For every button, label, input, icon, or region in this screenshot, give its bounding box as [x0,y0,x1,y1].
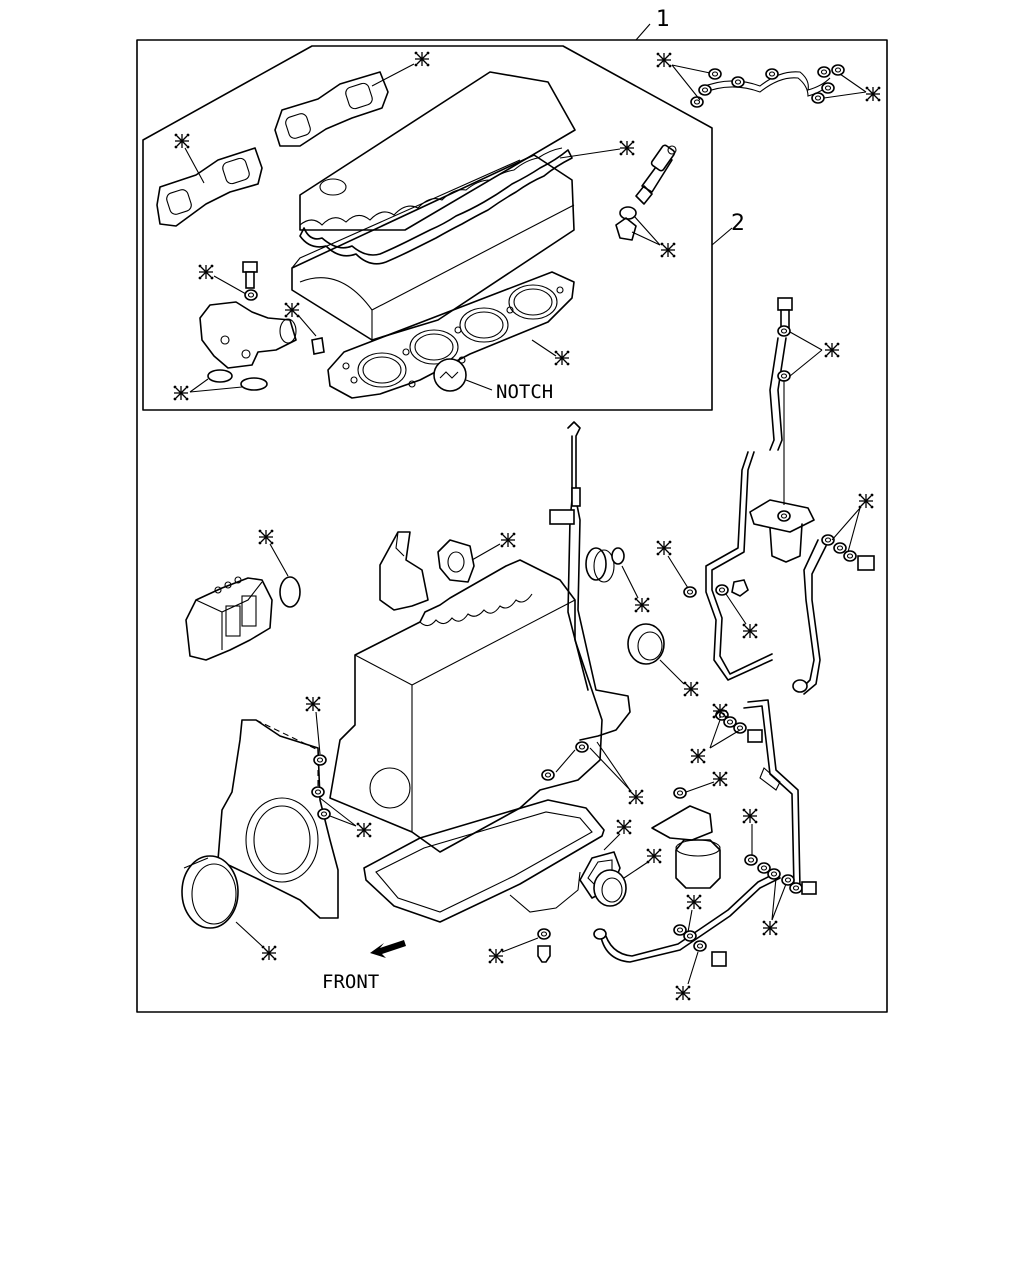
fuel-line-upper [769,297,793,505]
notch-detail [433,358,467,392]
dipstick-guide [549,421,631,741]
timing-gasket-washers [311,754,331,820]
subkit-callout-leader [711,227,733,246]
manifold-gasket-left [156,147,263,227]
marker-manifold-left [173,132,191,150]
kit-callout-number: 1 [656,7,670,32]
water-pump [379,531,429,611]
cylinder-head [291,154,575,341]
strainer-gaskets [579,851,627,907]
drain-plug [537,928,551,963]
cylinder-head-cover [299,71,576,231]
marker-o-rings [172,384,190,402]
fuel-filter-lines [683,451,875,695]
marker-fuel-line-washers [823,341,841,359]
front-oil-seal [181,855,239,929]
marker-dipstick-washers [627,788,645,806]
thermostat-bolt [242,261,258,301]
head-cover-gasket [299,149,573,265]
subkit-frame [142,45,713,411]
marker-fuel-filter-washers [857,492,875,510]
marker-injection-washers-right [864,85,882,103]
marker-injector-seal [659,241,677,259]
pump-o-ring [279,576,301,608]
idler-gear [585,547,615,583]
front-label: FRONT [322,971,379,993]
rear-oil-seal [627,623,665,665]
marker-water-pump-gasket [499,531,517,549]
marker-oil-line-washer-b [674,984,692,1002]
subkit-callout-number: 2 [731,211,745,236]
injection-pipe-set [690,64,845,108]
water-outlet-plug [311,337,325,355]
fuel-filter [749,499,815,563]
oil-pan-gasket [363,799,605,923]
kit-frame [136,39,888,1013]
marker-gear-o-ring [633,596,651,614]
engine-block [329,559,603,853]
marker-outlet-plug [283,301,301,319]
timing-case-gasket [217,719,339,919]
marker-manifold-right [413,50,431,68]
marker-oil-line-washers-top [689,747,707,765]
manifold-gasket-right [274,71,389,147]
marker-oil-line-washer-mid [741,807,759,825]
marker-oil-line-washer-a [685,893,703,911]
notch-label: NOTCH [496,381,553,403]
marker-cover-gasket [618,139,636,157]
marker-oil-line-washers-lower [761,919,779,937]
gear-o-ring [611,547,625,565]
injector-seal [615,206,637,241]
marker-fuel-line-washer-b [741,622,759,640]
thermostat-o-rings [207,369,268,391]
kit-callout-leader [635,23,651,41]
marker-thermostat-washer [197,263,215,281]
marker-front-oil-seal [260,944,278,962]
injector-nozzle [635,144,677,205]
front-direction-arrow [370,940,406,958]
marker-timing-washers [355,821,373,839]
marker-timing-washer-top [304,695,322,713]
marker-rear-oil-seal [682,680,700,698]
injection-pump [185,576,273,661]
oil-filter [651,805,721,889]
head-gasket [327,271,575,399]
marker-oil-line-washer-upper [711,702,729,720]
water-outlet-housing [199,301,297,369]
marker-injection-washers-left [655,51,673,69]
marker-oil-filter-washer [711,770,729,788]
marker-strainer-seal [645,847,663,865]
marker-drain-plug [487,947,505,965]
marker-strainer-gasket [615,818,633,836]
oil-cooler-lines [593,699,817,967]
marker-pump-o-ring [257,528,275,546]
water-pump-gasket [437,539,475,583]
marker-head-gasket [553,349,571,367]
marker-fuel-line-washer-a [655,539,673,557]
